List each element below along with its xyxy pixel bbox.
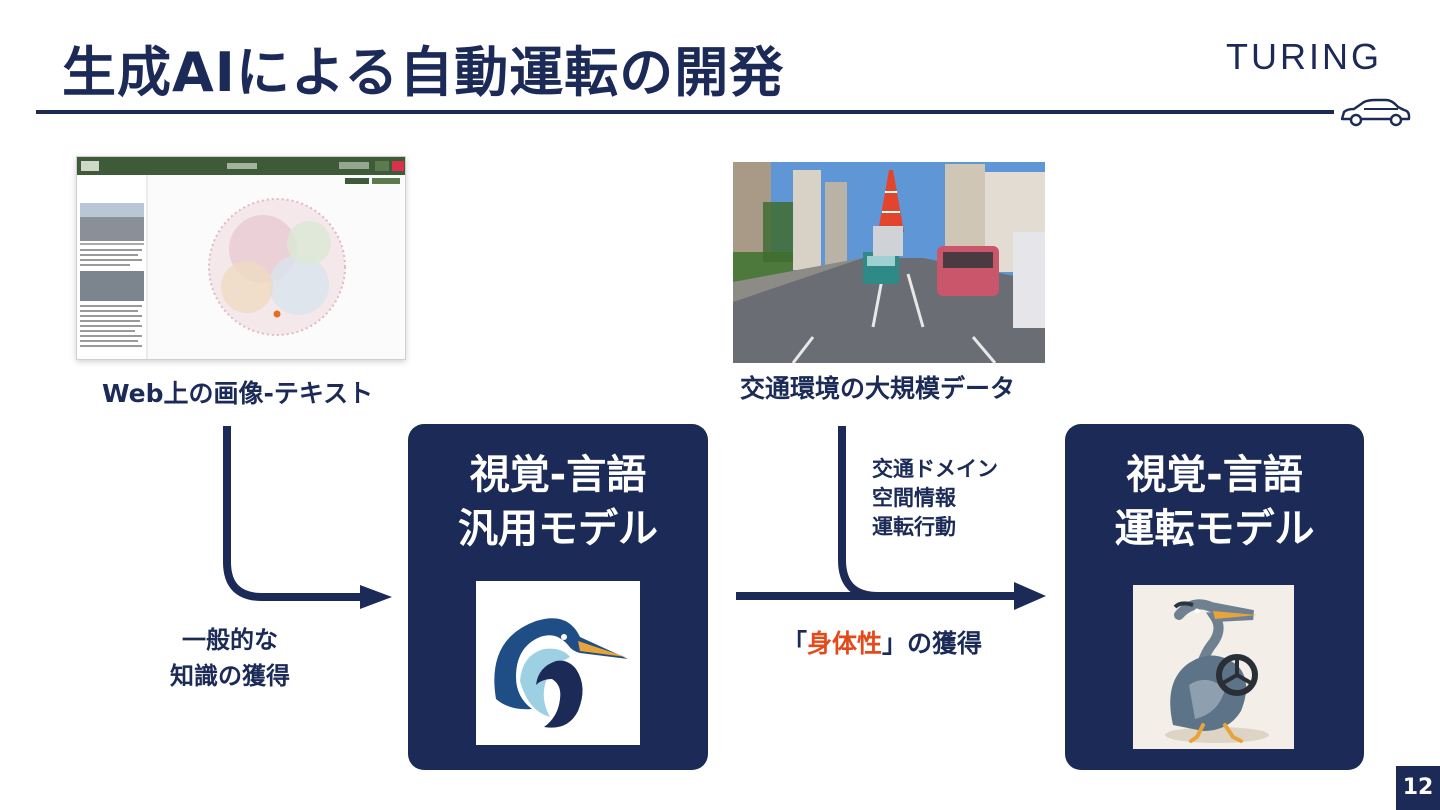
domain-input-spatial: 空間情報 bbox=[872, 486, 956, 510]
driving-vlm-box: 視覚-言語 運転モデル bbox=[1065, 424, 1364, 770]
traffic-street-photo bbox=[733, 162, 1045, 363]
general-vlm-box: 視覚-言語 汎用モデル bbox=[408, 424, 708, 770]
driving-vlm-title-line1: 視覚-言語 bbox=[1126, 452, 1303, 498]
web-dataset-screenshot bbox=[76, 156, 406, 360]
general-knowledge-arrow bbox=[223, 426, 362, 601]
general-vlm-title: 視覚-言語 汎用モデル bbox=[408, 448, 708, 556]
general-knowledge-arrowhead bbox=[360, 585, 392, 609]
turing-logo: TURING bbox=[1226, 36, 1382, 77]
header-divider bbox=[36, 110, 1334, 114]
general-vlm-title-line2: 汎用モデル bbox=[458, 506, 658, 552]
general-knowledge-line1: 一般的な bbox=[182, 626, 278, 654]
dataset-map-visual bbox=[77, 157, 405, 359]
car-icon bbox=[1340, 98, 1411, 127]
embodiment-label: 「身体性」の獲得 bbox=[782, 624, 982, 660]
driving-heron-image bbox=[1133, 585, 1294, 749]
heron-logo-icon bbox=[494, 618, 628, 728]
domain-input-traffic: 交通ドメイン bbox=[872, 457, 998, 481]
heron-logo-image bbox=[476, 581, 640, 745]
embodiment-open-bracket: 「 bbox=[782, 629, 808, 658]
traffic-data-caption: 交通環境の大規模データ bbox=[740, 374, 1016, 403]
driving-vlm-title-line2: 運転モデル bbox=[1114, 506, 1315, 552]
general-knowledge-line2: 知識の獲得 bbox=[170, 662, 290, 690]
embodiment-highlight: 身体性 bbox=[807, 629, 883, 658]
domain-inputs-label: 交通ドメイン 空間情報 運転行動 bbox=[872, 455, 998, 542]
page-number: 12 bbox=[1396, 766, 1440, 810]
street-scene-visual bbox=[733, 162, 1045, 363]
driving-vlm-title: 視覚-言語 運転モデル bbox=[1065, 448, 1364, 556]
slide-title: 生成AIによる自動運転の開発 bbox=[62, 41, 785, 104]
embodiment-arrowhead bbox=[1014, 582, 1046, 610]
web-data-caption: Web上の画像-テキスト bbox=[102, 379, 374, 408]
embodiment-suffix: 」の獲得 bbox=[882, 629, 983, 658]
domain-input-arrow bbox=[838, 426, 879, 600]
general-vlm-title-line1: 視覚-言語 bbox=[469, 452, 647, 498]
driving-heron-icon bbox=[1165, 599, 1269, 743]
general-knowledge-label: 一般的な 知識の獲得 bbox=[150, 622, 310, 694]
domain-input-driving: 運転行動 bbox=[872, 515, 956, 539]
